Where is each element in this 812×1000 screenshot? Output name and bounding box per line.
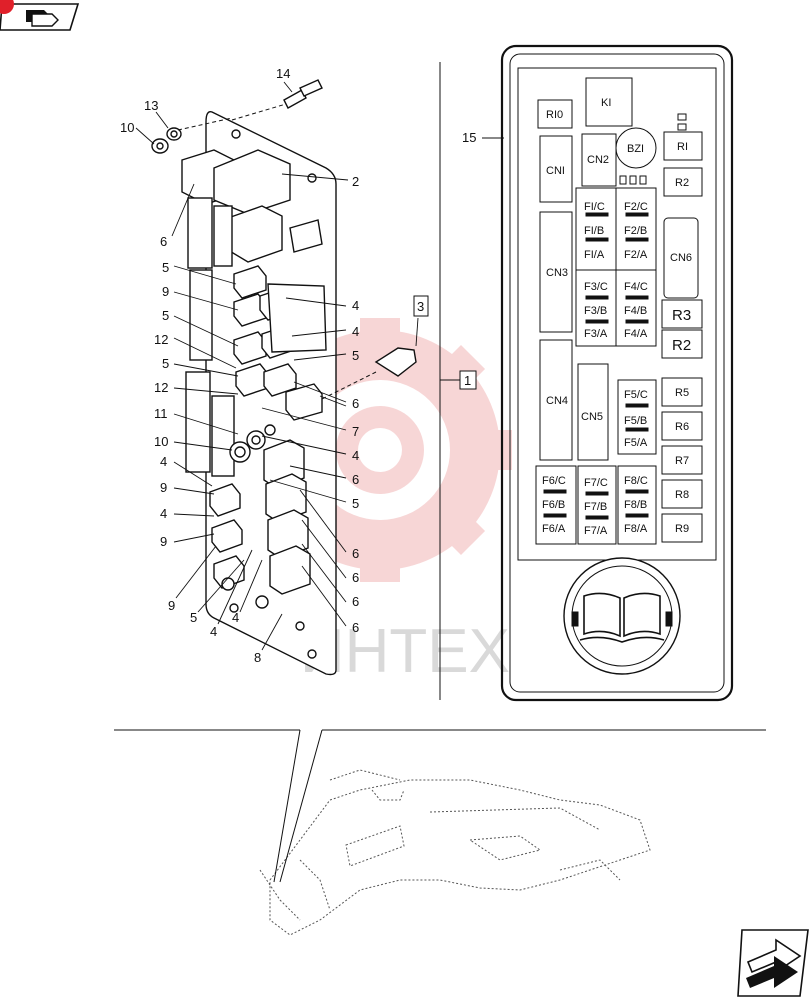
fuse-F5B: F5/B — [624, 415, 647, 427]
relay-R3: R3 — [672, 307, 691, 324]
relay-RI0: RI0 — [546, 109, 563, 121]
callout-6: 6 — [160, 234, 167, 249]
callout-9: 9 — [162, 284, 169, 299]
fuse-F3B: F3/B — [584, 305, 607, 317]
connector-CN6: CN6 — [670, 252, 692, 264]
fuse-F8B: F8/B — [624, 499, 647, 511]
callout-13: 13 — [144, 98, 158, 113]
callout-5: 5 — [352, 496, 359, 511]
callout-6: 6 — [352, 594, 359, 609]
callout-5: 5 — [352, 348, 359, 363]
buzzer-BZI: BZI — [627, 143, 644, 155]
callout-12: 12 — [154, 332, 168, 347]
callout-10: 10 — [154, 434, 168, 449]
locator-pointer — [273, 729, 323, 883]
callout-6: 6 — [352, 620, 359, 635]
callout-1: 1 — [464, 373, 471, 388]
fuse-F7C: F7/C — [584, 477, 608, 489]
fuse-F2A: F2/A — [624, 249, 648, 261]
callout-6: 6 — [352, 546, 359, 561]
fuse-F5C: F5/C — [624, 389, 648, 401]
book-forward-icon[interactable] — [0, 0, 80, 31]
relay-R7: R7 — [675, 455, 689, 467]
relay-R2-lower: R2 — [672, 337, 691, 354]
callout-9: 9 — [160, 480, 167, 495]
connector-CN5: CN5 — [581, 411, 603, 423]
connector-CN3: CN3 — [546, 267, 568, 279]
locator-view — [259, 769, 651, 936]
callout-15: 15 — [462, 130, 476, 145]
callout-3: 3 — [417, 299, 424, 314]
callout-5: 5 — [162, 356, 169, 371]
fuse-board-assembly — [181, 111, 337, 676]
fuse-panel-layout: RI0 KI CN2 BZI RI CNI R2 FI/C FI/B FI/A … — [535, 77, 703, 545]
callout-4: 4 — [160, 454, 167, 469]
fuse-F7A: F7/A — [584, 525, 608, 537]
callout-14: 14 — [276, 66, 290, 81]
connector-CN4: CN4 — [546, 395, 568, 407]
connector-CNI: CNI — [546, 165, 565, 177]
connector-CN2: CN2 — [587, 154, 609, 166]
callout-4: 4 — [352, 448, 359, 463]
fuse-F6C: F6/C — [542, 475, 566, 487]
callout-12: 12 — [154, 380, 168, 395]
callout-4: 4 — [232, 610, 239, 625]
leader-lines — [135, 81, 504, 651]
fuse-F5A: F5/A — [624, 437, 648, 449]
callout-6: 6 — [352, 472, 359, 487]
fuse-F1A: FI/A — [584, 249, 605, 261]
callout-8: 8 — [254, 650, 261, 665]
fuse-F7B: F7/B — [584, 501, 607, 513]
callout-4: 4 — [352, 324, 359, 339]
callout-9: 9 — [160, 534, 167, 549]
fuse-F1C: FI/C — [584, 201, 605, 213]
callout-2: 2 — [352, 174, 359, 189]
open-book-icon — [563, 557, 681, 675]
relay-R2-upper: R2 — [675, 177, 689, 189]
relay-KI: KI — [601, 97, 611, 109]
washer-and-nut-parts — [151, 79, 417, 401]
fuse-F2B: F2/B — [624, 225, 647, 237]
callout-6: 6 — [352, 396, 359, 411]
callout-labels: 14 13 10 2 6 5 9 5 12 5 12 11 10 4 9 4 9… — [120, 66, 477, 665]
relay-RI: RI — [677, 141, 688, 153]
next-page-arrow-icon[interactable] — [737, 929, 809, 997]
callout-6: 6 — [352, 570, 359, 585]
fuse-F6B: F6/B — [542, 499, 565, 511]
fuse-F3A: F3/A — [584, 328, 608, 340]
callout-4: 4 — [352, 298, 359, 313]
relay-R9: R9 — [675, 523, 689, 535]
callout-5: 5 — [162, 260, 169, 275]
callout-4: 4 — [160, 506, 167, 521]
relay-R8: R8 — [675, 489, 689, 501]
fuse-F8C: F8/C — [624, 475, 648, 487]
fuse-F4C: F4/C — [624, 281, 648, 293]
callout-9: 9 — [168, 598, 175, 613]
fuse-F3C: F3/C — [584, 281, 608, 293]
fuse-F6A: F6/A — [542, 523, 566, 535]
fuse-F8A: F8/A — [624, 523, 648, 535]
callout-5: 5 — [190, 610, 197, 625]
relay-R5: R5 — [675, 387, 689, 399]
fuse-F1B: FI/B — [584, 225, 604, 237]
relay-R6: R6 — [675, 421, 689, 433]
fuse-F4B: F4/B — [624, 305, 647, 317]
callout-5: 5 — [162, 308, 169, 323]
callout-4: 4 — [210, 624, 217, 639]
callout-7: 7 — [352, 424, 359, 439]
fuse-F4A: F4/A — [624, 328, 648, 340]
callout-10: 10 — [120, 120, 134, 135]
fuse-F2C: F2/C — [624, 201, 648, 213]
callout-11: 11 — [154, 406, 168, 421]
